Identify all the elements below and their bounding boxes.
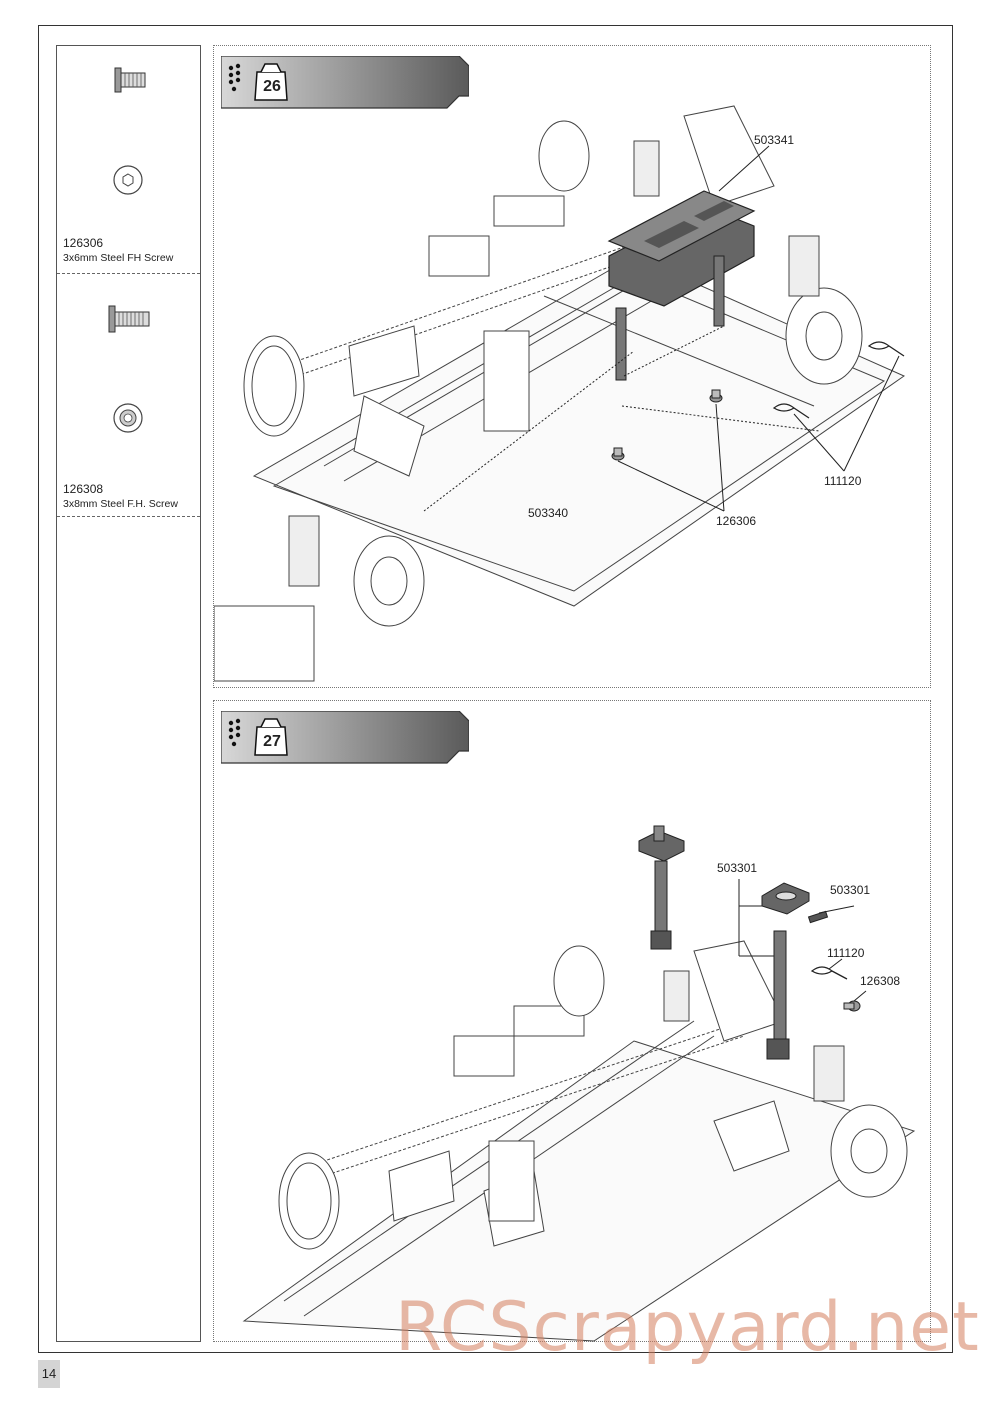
step-header: 26 — [221, 56, 469, 112]
step-27-panel: 27 — [213, 700, 931, 1342]
flat-head-screw-icon — [108, 305, 150, 433]
page-frame — [38, 25, 953, 1353]
step-26-panel: 26 — [213, 45, 931, 688]
body-post-left — [638, 825, 685, 950]
body-post-right — [766, 930, 790, 1060]
body-mount-plate — [761, 882, 810, 915]
part-description: 3x6mm Steel FH Screw — [63, 252, 174, 264]
parts-bag-icon — [254, 63, 288, 101]
parts-column: 126306 3x6mm Steel FH Screw 126308 3x8mm… — [56, 45, 201, 1342]
step-number: 26 — [263, 78, 281, 95]
assembly-drawing-27 — [242, 825, 916, 1342]
watermark-text: RCScrapyard.net — [395, 1288, 980, 1367]
callout-503301-plate: 503301 — [830, 883, 871, 897]
bag-dots-icon — [228, 63, 241, 92]
callout-126308: 126308 — [860, 974, 901, 988]
callout-126306: 126306 — [716, 514, 757, 528]
callout-111120: 111120 — [827, 946, 865, 960]
divider — [57, 273, 200, 274]
part-description: 3x8mm Steel F.H. Screw — [63, 498, 178, 510]
divider — [57, 516, 200, 517]
callout-503341: 503341 — [754, 133, 795, 147]
bag-dots-icon — [228, 718, 241, 747]
part-block-126306: 126306 3x6mm Steel FH Screw — [57, 46, 200, 274]
bulkhead-part — [607, 190, 756, 307]
page-number: 14 — [38, 1360, 60, 1388]
step-header: 27 — [221, 711, 469, 767]
step-number: 27 — [263, 733, 281, 750]
step-banner — [221, 56, 469, 109]
callout-503340: 503340 — [528, 506, 569, 520]
assembly-drawing-26 — [214, 105, 906, 682]
callout-111120: 111120 — [824, 474, 862, 488]
step-banner — [221, 711, 469, 764]
flat-head-screw-icon — [113, 67, 146, 195]
part-number: 126306 — [63, 236, 104, 250]
parts-bag-icon — [254, 718, 288, 756]
part-number: 126308 — [63, 482, 104, 496]
callout-503301-post: 503301 — [717, 861, 758, 875]
part-block-126308: 126308 3x8mm Steel F.H. Screw — [57, 274, 200, 517]
